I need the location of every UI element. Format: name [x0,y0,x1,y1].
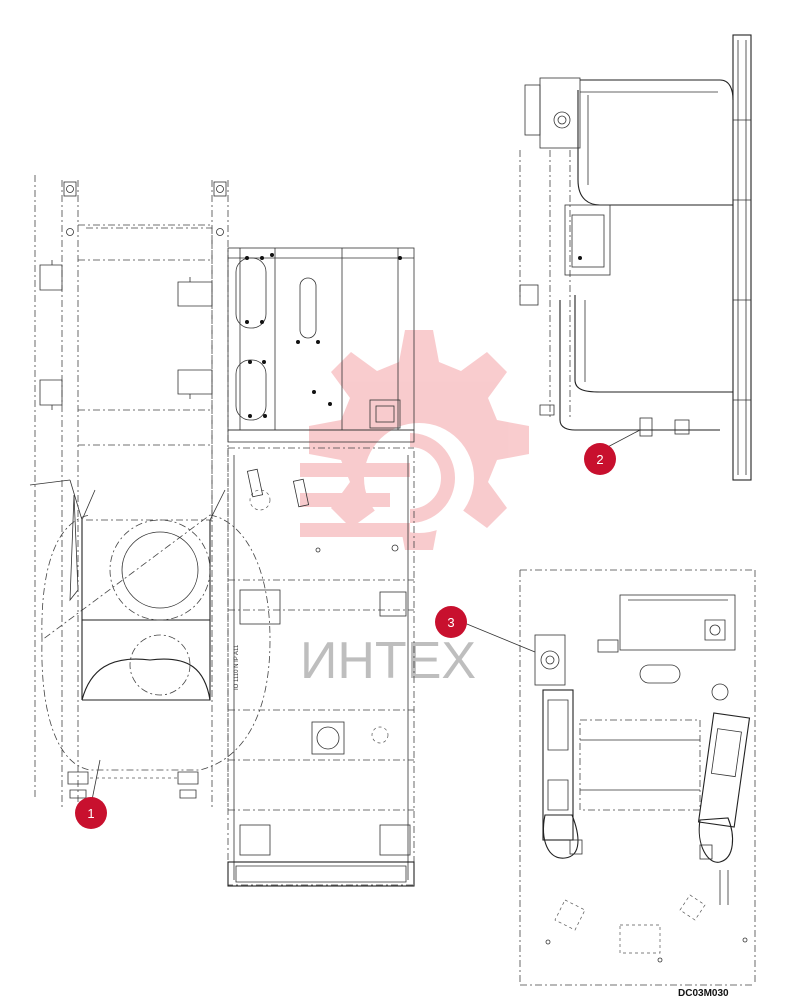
callout-2-label: 2 [596,452,603,467]
center-deck-plate [227,247,415,449]
watermark-logo: ИНТЕХ [300,330,529,690]
main-chassis-view: IO 1110 N IP A11 [29,175,271,810]
rear-assembly-view [519,34,752,481]
cab-floor-view: DC03M030 [461,569,756,999]
center-lower-frame [227,448,415,887]
gear-logo-icon [300,330,529,550]
callout-2[interactable]: 2 [584,443,616,475]
callout-1[interactable]: 1 [75,797,107,829]
svg-text:IO 1110 N IP A11: IO 1110 N IP A11 [234,644,240,690]
callout-3-bubble [435,606,467,638]
diagram-code-label: DC03M030 [678,988,729,999]
callout-1-bubble [75,797,107,829]
callout-1-label: 1 [87,806,94,821]
callout-2-bubble [584,443,616,475]
callout-3-label: 3 [447,615,454,630]
callout-3[interactable]: 3 [435,606,467,638]
watermark-text: ИНТЕХ [300,632,476,690]
